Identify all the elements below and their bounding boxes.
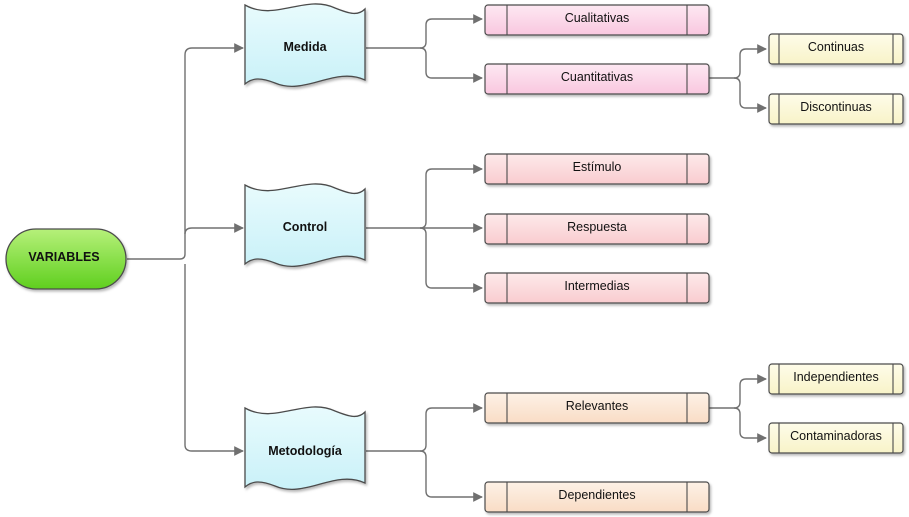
category-medida: Medida (244, 3, 366, 87)
category-metodologia: Metodología (244, 406, 366, 490)
connector-cuantitativas-discontinuas (733, 77, 767, 113)
connector-control-intermedias (419, 227, 483, 293)
category-label: Metodología (268, 444, 343, 458)
subitem-continuas: Continuas (768, 33, 904, 65)
connector-root-metodologia (184, 264, 244, 456)
item-label: Estímulo (573, 160, 622, 174)
connector-root-control (184, 223, 244, 235)
connector-relevantes-independientes (709, 374, 767, 409)
subitem-label: Contaminadoras (790, 429, 882, 443)
subitem-label: Independientes (793, 370, 879, 384)
item-label: Cuantitativas (561, 70, 633, 84)
subitem-contaminadoras: Contaminadoras (768, 422, 904, 454)
connector-control-estimulo (366, 164, 483, 229)
connector-medida-cualitativas (366, 14, 483, 49)
item-dependientes: Dependientes (484, 481, 710, 513)
connector-metodologia-dependientes (419, 450, 483, 502)
connector-relevantes-contaminadoras (733, 407, 767, 443)
root-label: VARIABLES (28, 250, 99, 264)
connector-medida-cuantitativas (419, 47, 483, 83)
category-label: Control (283, 220, 327, 234)
item-respuesta: Respuesta (484, 213, 710, 245)
item-cuantitativas: Cuantitativas (484, 63, 710, 95)
item-relevantes: Relevantes (484, 392, 710, 424)
subitem-independientes: Independientes (768, 363, 904, 395)
subitem-label: Discontinuas (800, 100, 872, 114)
subitem-discontinuas: Discontinuas (768, 93, 904, 125)
item-label: Intermedias (564, 279, 629, 293)
subitem-label: Continuas (808, 40, 864, 54)
item-intermedias: Intermedias (484, 272, 710, 304)
category-label: Medida (283, 40, 327, 54)
item-cualitativas: Cualitativas (484, 4, 710, 36)
connectors (127, 14, 767, 502)
connector-metodologia-relevantes (366, 403, 483, 452)
connector-cuantitativas-continuas (709, 44, 767, 79)
category-control: Control (244, 183, 366, 267)
item-label: Respuesta (567, 220, 627, 234)
item-label: Cualitativas (565, 11, 630, 25)
item-label: Dependientes (558, 488, 635, 502)
item-label: Relevantes (566, 399, 629, 413)
item-estimulo: Estímulo (484, 153, 710, 185)
connector-root-medida (127, 43, 244, 260)
root-node: VARIABLES (5, 228, 127, 290)
